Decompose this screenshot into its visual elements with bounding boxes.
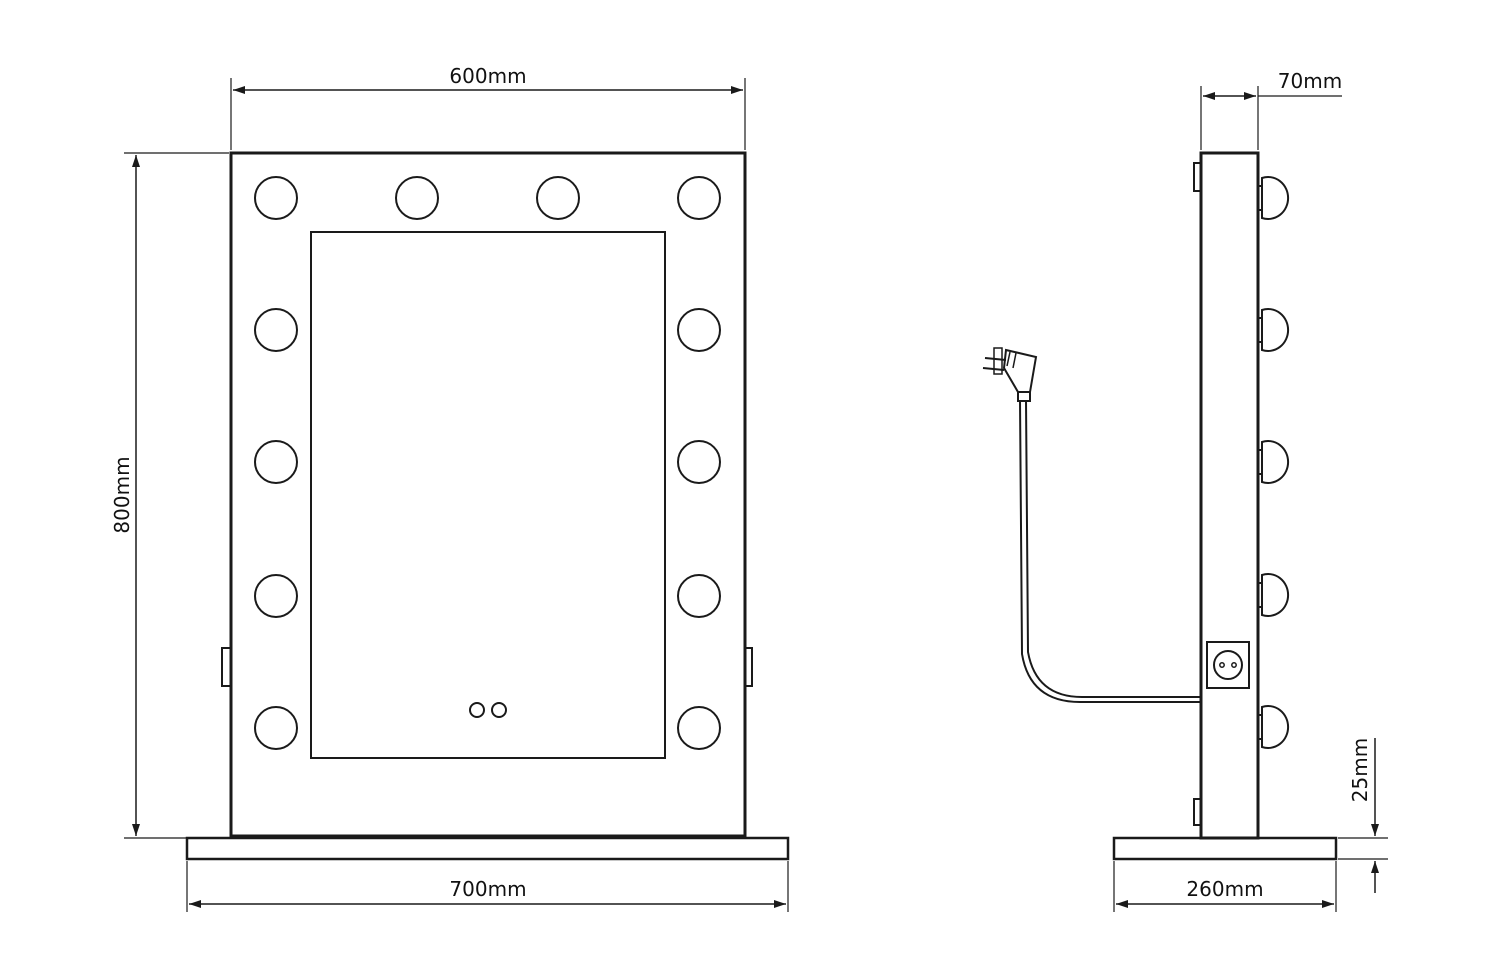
bulb — [677, 176, 721, 220]
bulb — [254, 176, 298, 220]
side-bulb — [1261, 440, 1290, 484]
side-bulbs — [1258, 176, 1290, 749]
front-view: 600mm 800mm 700mm — [110, 64, 790, 912]
bulb — [254, 440, 298, 484]
dimension-label-base-thickness: 25mm — [1348, 738, 1372, 802]
bulb — [254, 574, 298, 618]
dimension-base-thickness: 25mm — [1338, 738, 1388, 893]
side-frame — [1199, 151, 1260, 840]
bulb — [677, 574, 721, 618]
side-bulb — [1261, 573, 1290, 617]
dimension-label-depth-top: 70mm — [1278, 69, 1342, 93]
side-view: 70mm 260mm 25mm — [982, 69, 1388, 912]
bulb — [395, 176, 439, 220]
bulb — [536, 176, 580, 220]
right-hinge — [744, 647, 753, 687]
dimension-height: 800mm — [110, 152, 229, 839]
dimension-width-top: 600mm — [230, 64, 746, 150]
power-cord — [1019, 399, 1201, 703]
left-hinge — [221, 647, 232, 687]
side-base — [1112, 836, 1338, 861]
power-socket-icon — [1206, 641, 1250, 689]
bulb — [677, 440, 721, 484]
bulb — [254, 706, 298, 750]
front-bulbs — [254, 176, 721, 750]
back-clip-bottom — [1193, 798, 1202, 826]
front-base — [185, 836, 790, 861]
dimension-depth-top: 70mm — [1200, 69, 1342, 150]
touch-button-right — [491, 702, 507, 718]
dimension-width-base: 700mm — [186, 861, 789, 912]
side-bulb — [1261, 308, 1290, 352]
mirror-glass — [310, 231, 666, 759]
touch-button-left — [469, 702, 485, 718]
back-clip-top — [1193, 162, 1202, 192]
dimension-label-depth-base: 260mm — [1186, 877, 1263, 901]
dimension-label-height: 800mm — [110, 456, 134, 533]
bulb — [254, 308, 298, 352]
side-bulb — [1261, 705, 1290, 749]
mirror-frame — [229, 151, 747, 838]
dimension-label-width-base: 700mm — [449, 877, 526, 901]
side-bulb — [1261, 176, 1290, 220]
bulb — [677, 706, 721, 750]
dimension-label-width-top: 600mm — [449, 64, 526, 88]
bulb — [677, 308, 721, 352]
plug-icon — [982, 347, 1038, 402]
dimension-depth-base: 260mm — [1113, 861, 1337, 912]
